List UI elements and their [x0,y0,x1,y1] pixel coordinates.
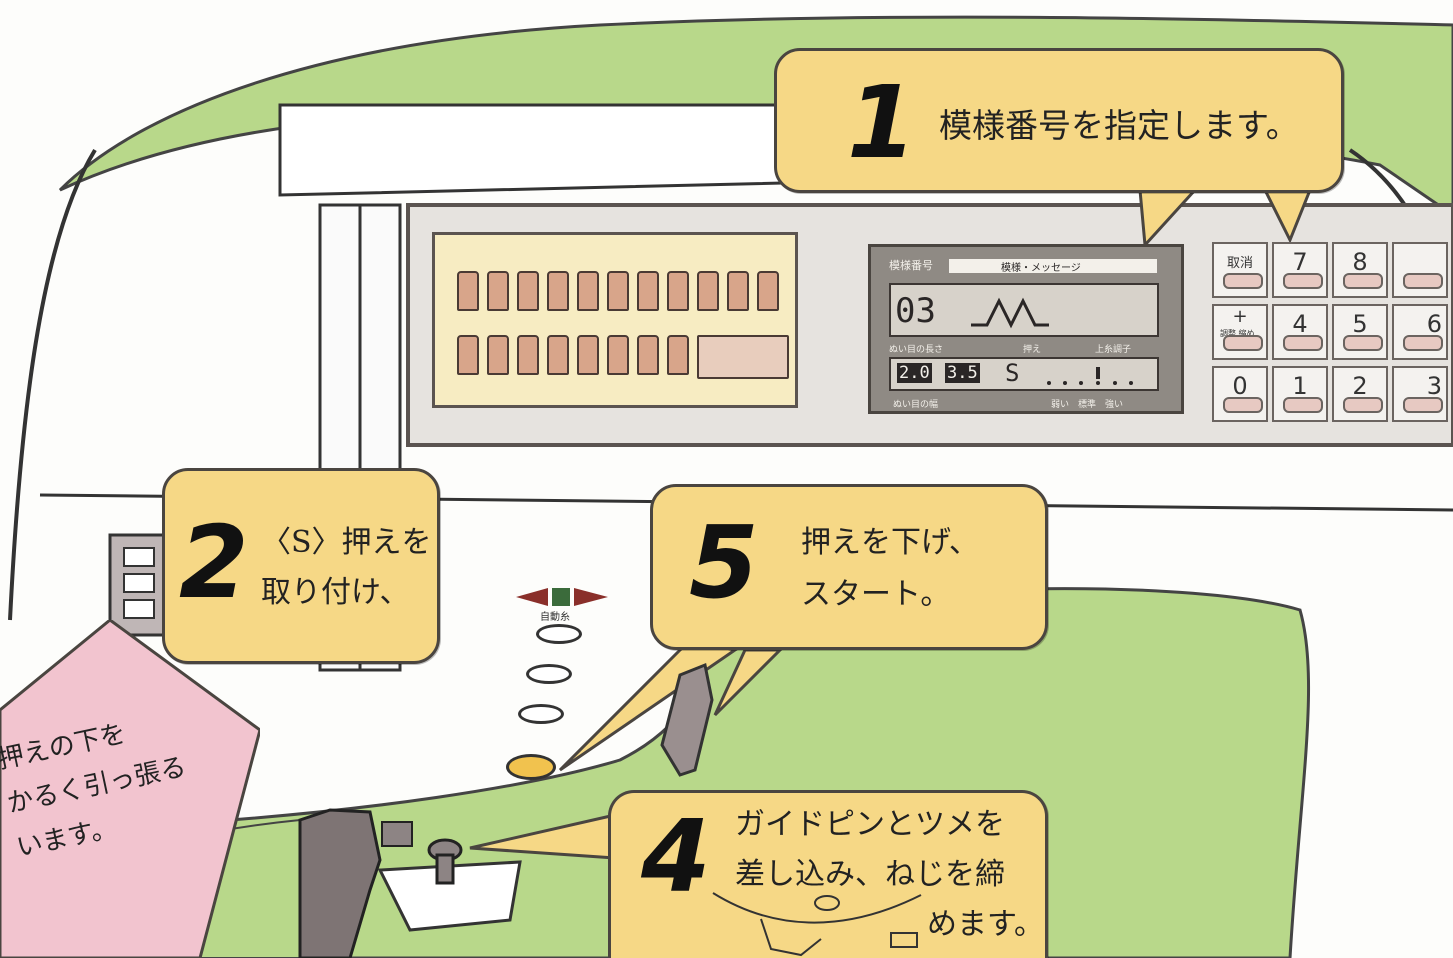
pattern-chip[interactable] [607,271,629,311]
key-4-label: 4 [1292,310,1308,338]
key-plus-label: + [1232,306,1248,327]
step-5-number: 5 [689,504,759,621]
key-8-label: 8 [1352,248,1368,276]
machine-left-arm [8,148,97,621]
step-2-line-2: 取り付け、 [261,575,410,610]
pattern-chip[interactable] [577,271,599,311]
lock-stitch-button[interactable] [518,704,564,724]
callout-step-1: 1 模様番号を指定します。 [774,48,1344,193]
guide-plate [377,860,522,932]
key-5-label: 5 [1352,310,1368,338]
auto-thread-button[interactable] [536,624,582,644]
key-8[interactable]: 8 [1332,242,1388,298]
callout-step-4: 4 ガイドピンとツメを 差し込み、ねじを締 めます。 [608,790,1048,958]
lcd-display: 模様番号 模様・メッセージ 03 ぬい目の長さ 押え 上糸調子 2.0 3.5 … [868,244,1184,414]
display-main-area: 03 [889,283,1159,337]
stitch-width-value: 3.5 [945,363,980,383]
key-9-partial[interactable] [1392,242,1448,298]
display-subheader-mid: 押え [1023,345,1042,355]
key-cancel[interactable]: 取消 [1212,242,1268,298]
screw-knob-icon [427,838,463,885]
callout-step-2: 2 〈S〉押えを 取り付け、 [162,468,440,664]
pattern-chip[interactable] [667,271,689,311]
pattern-card [432,232,798,408]
display-header-bar [949,259,1157,273]
pattern-chip[interactable] [727,271,749,311]
direction-arrows-icon [516,588,608,606]
tension-dots-icon [1047,367,1133,385]
pattern-chip[interactable] [637,271,659,311]
pattern-chip[interactable] [757,271,779,311]
display-footer-left: ぬい目の幅 [893,400,939,410]
pattern-chip[interactable] [637,335,659,375]
pattern-number: 03 [895,291,936,331]
key-2[interactable]: 2 [1332,366,1388,422]
pattern-chip[interactable] [457,335,479,375]
display-header-left: 模様番号 [889,259,933,272]
note-box: 押えの下を かるく引っ張る います。 [0,620,260,958]
pattern-chip[interactable] [607,335,629,375]
presser-foot-assembly [298,808,382,958]
step-5-line-1: 押えを下げ、 [801,525,979,560]
keypad: 取消 7 8 + 調整 縮め 4 5 6 0 1 2 3 [1208,242,1453,436]
key-0[interactable]: 0 [1212,366,1268,422]
pattern-chip[interactable] [487,271,509,311]
pattern-chip[interactable] [667,335,689,375]
key-7-label: 7 [1292,248,1308,276]
display-subheader-left: ぬい目の長さ [889,345,944,355]
presser-foot-letter: S [1005,359,1020,387]
key-2-label: 2 [1352,372,1368,400]
pattern-chip-wide[interactable] [697,335,789,379]
reverse-button[interactable] [526,664,572,684]
step-4-line-3: めます。 [927,907,1044,942]
callout-step-5: 5 押えを下げ、 スタート。 [650,484,1048,650]
key-1[interactable]: 1 [1272,366,1328,422]
display-subheader-right: 上糸調子 [1095,345,1132,355]
key-4[interactable]: 4 [1272,304,1328,360]
step-5-line-2: スタート。 [801,577,951,612]
zigzag-stitch-icon [971,297,1049,329]
pattern-chip[interactable] [487,335,509,375]
display-settings-area: 2.0 3.5 S [889,357,1159,391]
pattern-chip[interactable] [547,335,569,375]
pattern-chip[interactable] [577,335,599,375]
presser-foot-lever [660,662,714,777]
pattern-chip[interactable] [517,335,539,375]
step-2-line-1: 〈S〉押えを [261,525,432,560]
key-plus[interactable]: + 調整 縮め [1212,304,1268,360]
key-0-label: 0 [1232,372,1248,400]
key-cancel-label: 取消 [1226,256,1253,271]
step-4-line-1: ガイドピンとツメを [735,807,1005,842]
key-3-label: 3 [1426,372,1442,400]
step-2-number: 2 [179,504,249,621]
pattern-chip[interactable] [547,271,569,311]
key-1-label: 1 [1292,372,1308,400]
step-4-line-2: 差し込み、ねじを締 [735,857,1005,892]
guide-pin-sketch-icon [712,892,922,957]
display-footer-right: 弱い 標準 強い [1051,400,1124,410]
start-stop-button[interactable] [506,754,556,780]
stitch-length-value: 2.0 [897,363,932,383]
key-3[interactable]: 3 [1392,366,1448,422]
step-1-text: 模様番号を指定します。 [939,106,1299,145]
step-4-number: 4 [641,798,711,915]
key-5[interactable]: 5 [1332,304,1388,360]
pattern-chip[interactable] [517,271,539,311]
step-1-number: 1 [847,64,917,181]
key-plus-sub: 調整 縮め [1220,329,1255,338]
key-6-label: 6 [1426,310,1442,338]
start-panel-label: 自動糸 [540,612,570,623]
key-6[interactable]: 6 [1392,304,1448,360]
start-panel: 自動糸 [500,580,620,790]
pattern-chip[interactable] [697,271,719,311]
key-7[interactable]: 7 [1272,242,1328,298]
display-header-center: 模様・メッセージ [1001,263,1081,274]
pattern-chip[interactable] [457,271,479,311]
